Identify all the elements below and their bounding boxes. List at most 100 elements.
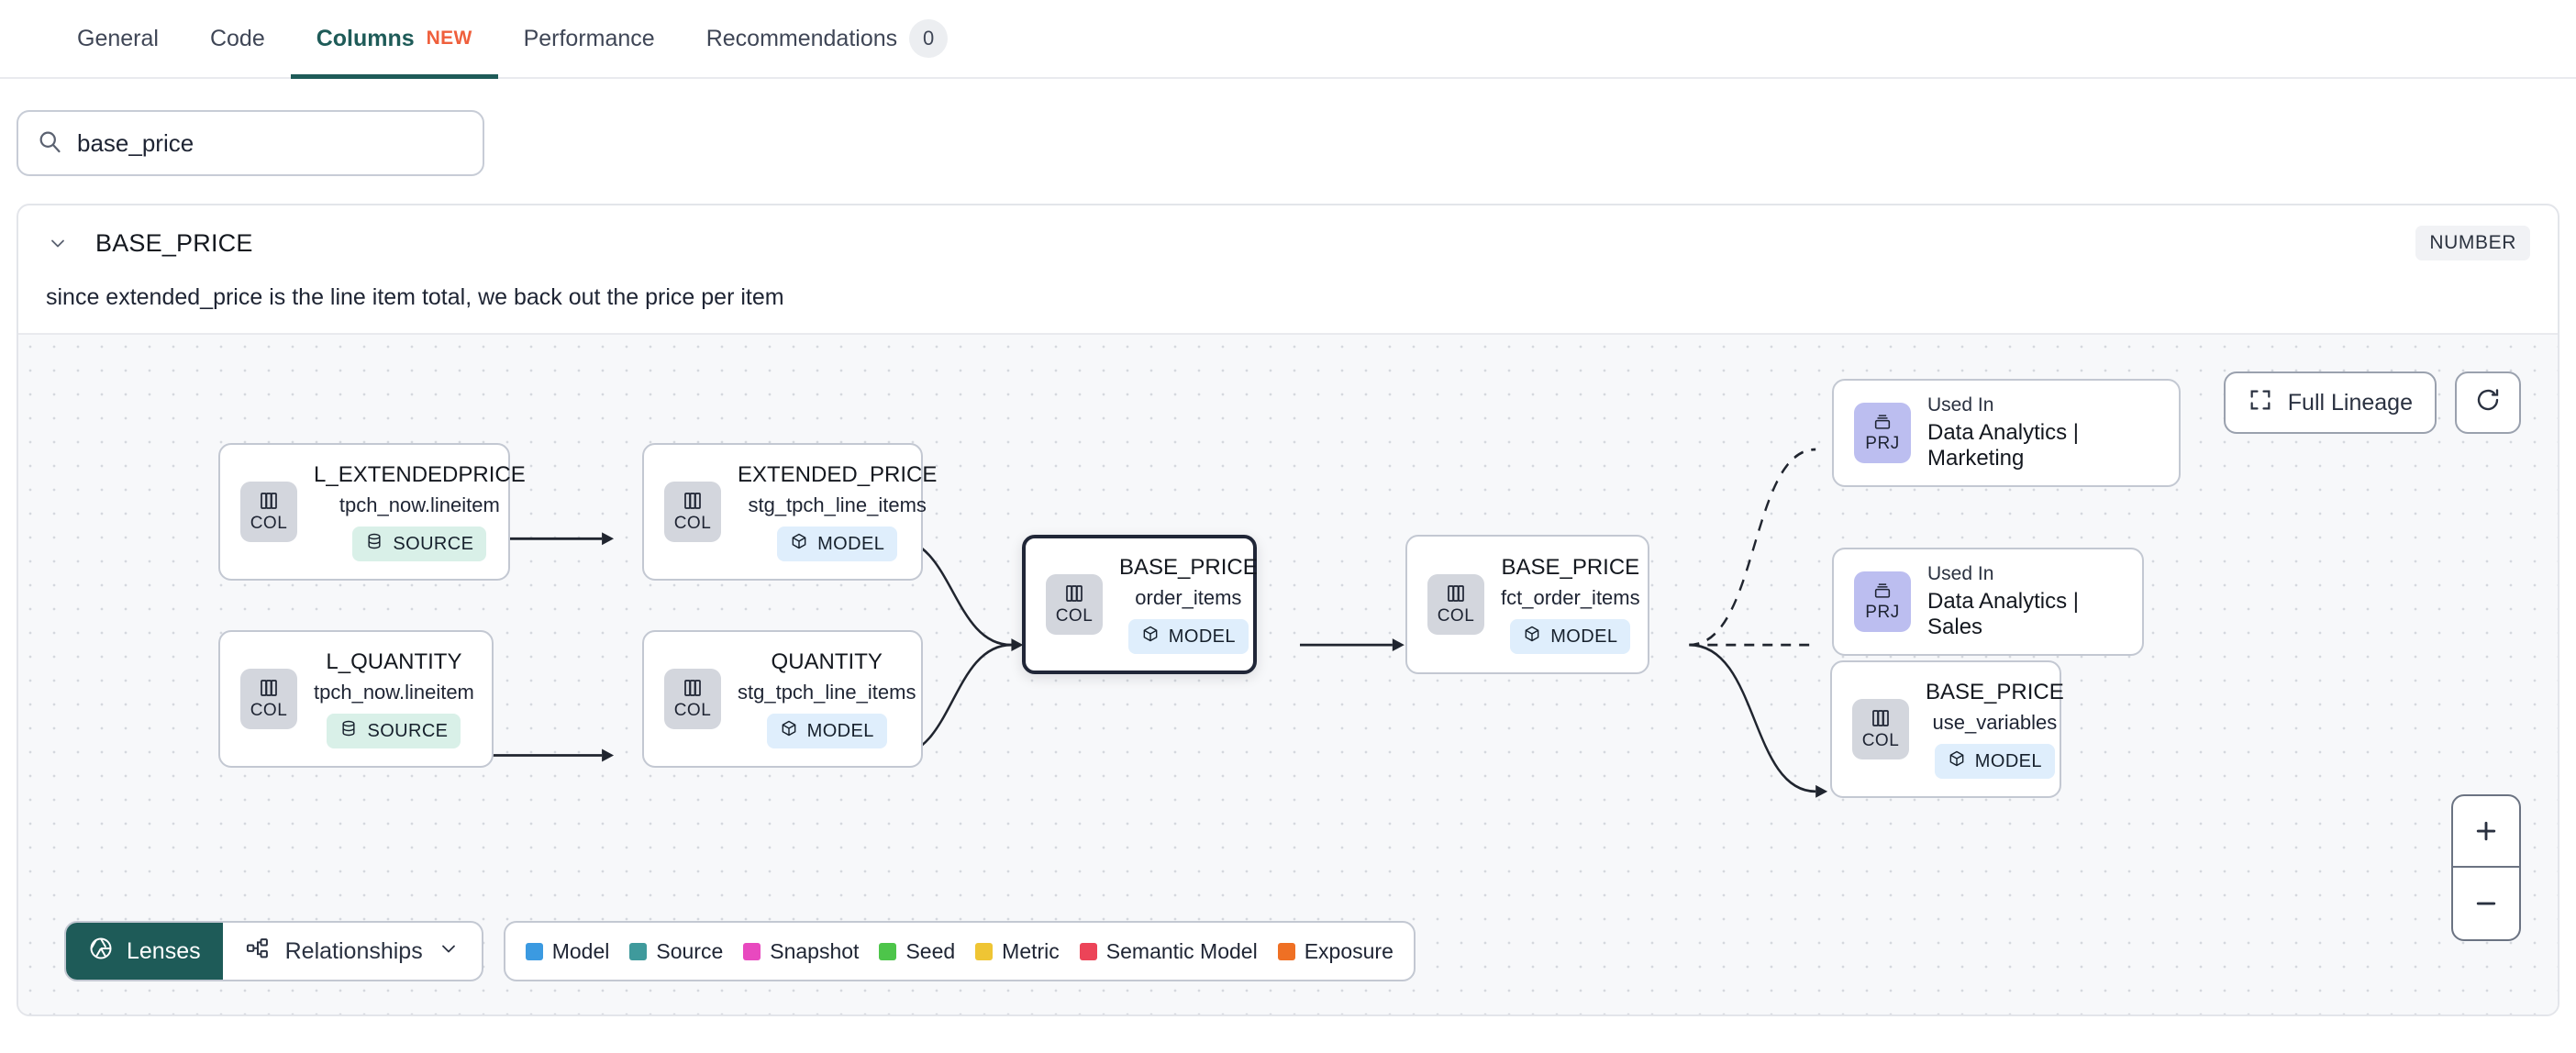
- chip-label: COL: [1055, 606, 1094, 626]
- recommendations-count-badge: 0: [909, 19, 949, 58]
- col-chip: COL: [1852, 699, 1909, 759]
- legend-label: Semantic Model: [1105, 938, 1258, 963]
- tag-label: SOURCE: [393, 533, 474, 554]
- node-subtitle: stg_tpch_line_items: [738, 681, 916, 704]
- tab-label: General: [77, 25, 159, 51]
- legend-item-exposure: Exposure: [1277, 938, 1393, 964]
- lineage-node-project-marketing[interactable]: PRJ Used In Data Analytics | Marketing: [1832, 379, 2181, 487]
- search-area: [0, 79, 2576, 176]
- tag-label: SOURCE: [367, 720, 449, 741]
- lineage-node-base-price-fct-order-items[interactable]: COL BASE_PRICE fct_order_items MODEL: [1405, 535, 1649, 674]
- col-chip: COL: [1427, 574, 1484, 635]
- tab-performance[interactable]: Performance: [498, 0, 681, 77]
- node-title: Used In: [1927, 563, 1994, 584]
- prj-chip: PRJ: [1854, 571, 1911, 632]
- new-badge: NEW: [426, 28, 472, 49]
- search-input[interactable]: [77, 128, 464, 158]
- node-title: EXTENDED_PRICE: [738, 462, 938, 487]
- lineage-canvas[interactable]: COL L_EXTENDEDPRICE tpch_now.lineitem SO…: [18, 333, 2558, 1014]
- legend-swatch: [629, 942, 648, 960]
- legend-item-model: Model: [525, 938, 610, 964]
- lineage-node-base-price-use-variables[interactable]: COL BASE_PRICE use_variables MODEL: [1830, 660, 2064, 798]
- node-subtitle: Data Analytics | Marketing: [1927, 420, 2079, 471]
- legend-item-metric: Metric: [975, 939, 1060, 964]
- tag-label: MODEL: [1550, 626, 1618, 647]
- lineage-node-project-sales[interactable]: PRJ Used In Data Analytics | Sales: [1832, 548, 2144, 656]
- node-subtitle: tpch_now.lineitem: [314, 681, 474, 704]
- zoom-in-button[interactable]: [2453, 796, 2519, 868]
- legend-item-seed: Seed: [879, 939, 955, 964]
- lineage-node-extended-price[interactable]: COL EXTENDED_PRICE stg_tpch_line_items M…: [642, 443, 937, 581]
- node-tag-source: SOURCE: [327, 714, 461, 748]
- node-subtitle: order_items: [1135, 586, 1242, 609]
- tab-columns[interactable]: Columns NEW: [290, 0, 498, 79]
- chevron-down-icon[interactable]: [46, 231, 70, 255]
- legend-label: Exposure: [1304, 938, 1393, 963]
- lenses-label: Lenses: [127, 937, 201, 964]
- tab-label: Columns: [316, 25, 415, 51]
- legend-label: Model: [551, 938, 610, 963]
- relationships-dropdown[interactable]: Relationships: [223, 923, 482, 980]
- chevron-down-icon: [438, 937, 460, 966]
- legend-swatch: [879, 942, 897, 960]
- column-description: since extended_price is the line item to…: [46, 284, 784, 310]
- tab-recommendations[interactable]: Recommendations 0: [681, 0, 973, 77]
- node-type-legend: Model Source Snapshot Seed Metric: [503, 921, 1416, 981]
- node-subtitle: Data Analytics | Sales: [1927, 589, 2079, 639]
- tag-label: MODEL: [1168, 626, 1236, 647]
- legend-label: Snapshot: [770, 938, 860, 963]
- lenses-button[interactable]: Lenses: [66, 923, 223, 980]
- chip-label: COL: [250, 514, 288, 533]
- database-icon: [365, 532, 383, 556]
- tag-label: MODEL: [806, 720, 874, 741]
- nodes-icon: [245, 936, 271, 968]
- chip-label: COL: [673, 514, 712, 533]
- refresh-icon: [2474, 386, 2502, 420]
- zoom-out-button[interactable]: [2453, 868, 2519, 939]
- tab-general[interactable]: General: [51, 0, 184, 77]
- cube-icon: [1948, 749, 1966, 773]
- column-type-badge: NUMBER: [2415, 226, 2530, 260]
- lineage-node-base-price-order-items[interactable]: COL BASE_PRICE order_items MODEL: [1022, 535, 1258, 674]
- full-lineage-label: Full Lineage: [2287, 389, 2413, 416]
- tab-code[interactable]: Code: [184, 0, 291, 77]
- cube-icon: [790, 532, 808, 556]
- legend-swatch: [975, 942, 994, 960]
- lineage-node-l-extendedprice[interactable]: COL L_EXTENDEDPRICE tpch_now.lineitem SO…: [218, 443, 526, 581]
- tab-label: Performance: [523, 25, 655, 51]
- legend-label: Source: [656, 938, 724, 963]
- database-icon: [339, 719, 358, 743]
- lineage-node-l-quantity[interactable]: COL L_QUANTITY tpch_now.lineitem SOURCE: [218, 630, 494, 768]
- search-box[interactable]: [17, 110, 484, 176]
- tag-label: MODEL: [817, 533, 885, 554]
- cube-icon: [1141, 625, 1160, 648]
- node-title: BASE_PRICE: [1501, 555, 1640, 580]
- lineage-node-quantity[interactable]: COL QUANTITY stg_tpch_line_items MODEL: [642, 630, 923, 768]
- legend-swatch: [1277, 942, 1295, 960]
- full-lineage-button[interactable]: Full Lineage: [2223, 371, 2437, 434]
- chip-label: PRJ: [1865, 434, 1900, 453]
- node-tag-model: MODEL: [766, 714, 887, 748]
- chip-label: PRJ: [1865, 603, 1900, 622]
- node-tag-model: MODEL: [777, 526, 898, 561]
- node-subtitle: stg_tpch_line_items: [748, 493, 927, 516]
- refresh-button[interactable]: [2455, 371, 2521, 434]
- tab-bar: General Code Columns NEW Performance Rec…: [0, 0, 2576, 79]
- chip-label: COL: [250, 701, 288, 720]
- legend-swatch: [1079, 942, 1097, 960]
- tab-label: Code: [209, 25, 265, 51]
- col-chip: COL: [240, 669, 297, 729]
- canvas-bottom-bar: Lenses Relationships Model: [64, 921, 1416, 981]
- legend-swatch: [743, 942, 761, 960]
- canvas-top-controls: Full Lineage: [2223, 371, 2521, 434]
- col-chip: COL: [240, 482, 297, 542]
- node-title: Used In: [1927, 394, 1994, 416]
- chip-label: COL: [1861, 731, 1900, 750]
- column-header: BASE_PRICE NUMBER: [18, 205, 2558, 260]
- legend-item-snapshot: Snapshot: [743, 939, 859, 964]
- legend-item-semantic-model: Semantic Model: [1079, 938, 1258, 964]
- column-panel: BASE_PRICE NUMBER since extended_price i…: [17, 204, 2559, 1016]
- node-title: L_QUANTITY: [326, 649, 462, 674]
- node-tag-model: MODEL: [1127, 619, 1249, 654]
- col-chip: COL: [1046, 574, 1103, 635]
